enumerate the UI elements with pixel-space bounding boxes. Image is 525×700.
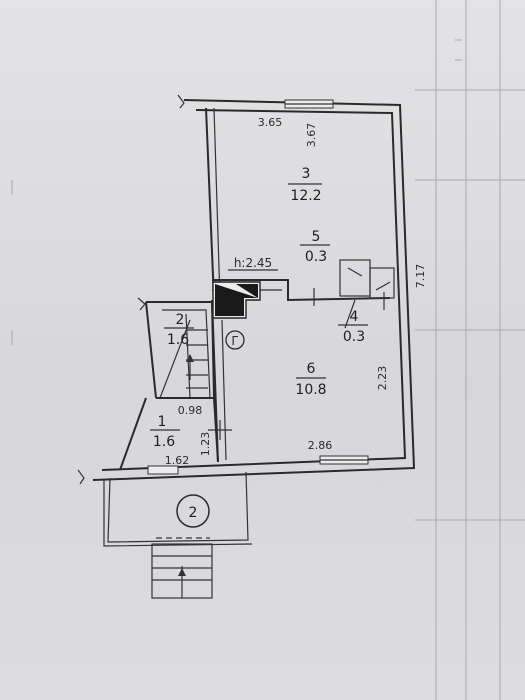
dim-room6-width: 2.86 <box>308 439 333 452</box>
room-6-number: 6 <box>307 361 316 377</box>
room-1-area: 1.6 <box>153 434 175 450</box>
dim-top-width: 3.65 <box>258 116 283 129</box>
vestibule <box>119 397 232 471</box>
stove <box>212 281 261 319</box>
windows <box>147 99 369 475</box>
room-2-area: 1.6 <box>167 332 189 348</box>
dim-ceiling-height: h:2.45 <box>234 256 272 270</box>
stove-label: Г <box>231 334 238 348</box>
dim-room1-depth: 1.23 <box>199 432 212 457</box>
dim-room3-depth: 3.67 <box>305 123 318 148</box>
room-3-number: 3 <box>302 166 311 182</box>
room-5-number: 5 <box>312 229 321 245</box>
label-rules <box>150 183 368 431</box>
room-5-area: 0.3 <box>305 249 327 265</box>
dim-right-total: 7.17 <box>414 264 427 289</box>
dim-bottom-left: 1.62 <box>165 454 190 467</box>
marks: Г 2 <box>189 330 245 521</box>
room-6-area: 10.8 <box>295 382 326 398</box>
dim-room1-width: 0.98 <box>178 404 203 417</box>
room-3-area: 12.2 <box>290 188 321 204</box>
porch <box>103 471 253 599</box>
room-4-number: 4 <box>350 309 359 325</box>
dimension-labels: 3.65 3.67 7.17 h:2.45 2.23 2.86 0.98 1.2… <box>165 116 427 467</box>
room-4-area: 0.3 <box>343 329 365 345</box>
porch-number: 2 <box>189 505 198 521</box>
room-1-number: 1 <box>158 414 167 430</box>
background-grid <box>11 0 525 700</box>
dim-room6-depth: 2.23 <box>376 366 389 391</box>
stair-room <box>145 301 215 399</box>
room-2-number: 2 <box>176 312 185 328</box>
room-labels: 3 12.2 5 0.3 4 0.3 2 1.6 6 10.8 1 1.6 <box>153 166 365 450</box>
